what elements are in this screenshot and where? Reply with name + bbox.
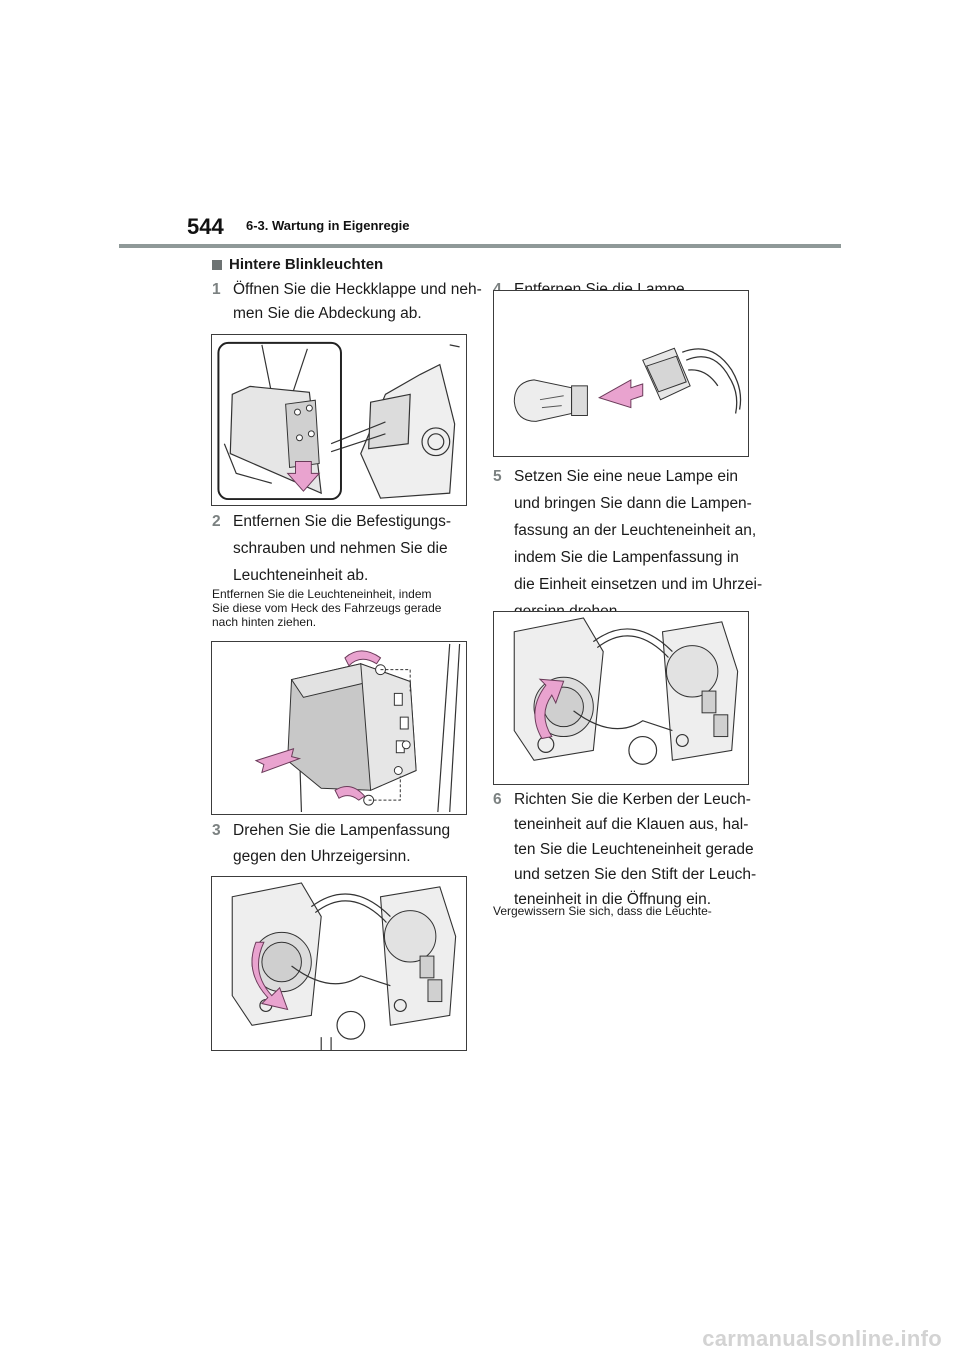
figure-bulb-removal: [493, 290, 749, 457]
step-line: Richten Sie die Kerben der Leuch-: [514, 791, 751, 808]
step-line: ten Sie die Leuchteneinheit gerade: [514, 841, 754, 858]
step-number: 1: [212, 281, 221, 298]
section-heading: Hintere Blinkleuchten: [212, 256, 383, 273]
note-line: Entfernen Sie die Leuchteneinheit, indem: [212, 587, 432, 601]
step-line: men Sie die Abdeckung ab.: [233, 305, 422, 322]
square-bullet-icon: [212, 259, 222, 270]
step-line: fassung an der Leuchteneinheit an,: [514, 522, 757, 539]
step-number: 4: [493, 278, 502, 302]
watermark: carmanualsonline.info: [702, 1326, 942, 1351]
step-number: 5: [493, 468, 502, 485]
step-line: Entfernen Sie die Befestigungs-: [233, 513, 451, 530]
step-line: die Einheit einsetzen und im Uhrzei-: [514, 576, 763, 593]
step-2-note: Entfernen Sie die Leuchteneinheit, indem…: [212, 587, 441, 629]
step-line: teneinheit auf die Klauen aus, hal-: [514, 816, 749, 833]
step-line: gegen den Uhrzeigersinn.: [233, 848, 411, 865]
page-number: 544: [187, 214, 224, 239]
step-number: 2: [212, 513, 221, 530]
figure-socket-rotate-cw: [493, 611, 749, 785]
header-rule: [119, 244, 841, 248]
step-line: Setzen Sie eine neue Lampe ein: [514, 468, 739, 485]
step-line: und bringen Sie dann die Lampen-: [514, 495, 752, 512]
figure-socket-rotate-cw-drawing: [513, 617, 739, 765]
step-number: 3: [212, 822, 221, 839]
figure-socket-rotate-ccw: [211, 876, 467, 1051]
section-title: 6-3. Wartung in Eigenregie: [246, 218, 410, 233]
note-line: Sie diese vom Heck des Fahrzeugs gerade: [212, 601, 442, 615]
figure-cover-removal-drawing: [217, 341, 460, 501]
step-line: und setzen Sie den Stift der Leuch-: [514, 866, 757, 883]
step-line: teneinheit in die Öffnung ein.: [514, 891, 712, 908]
note-line: nach hinten ziehen.: [212, 615, 317, 629]
step-line: Drehen Sie die Lampenfassung: [233, 822, 451, 839]
note-line: Vergewissern Sie sich, dass die Leuchte-: [493, 904, 712, 918]
figure-lamp-unit-removal-drawing: [254, 643, 461, 813]
figure-socket-rotate-ccw-drawing: [231, 882, 457, 1050]
heading-text: Hintere Blinkleuchten: [229, 256, 384, 273]
figure-cover-removal: [211, 334, 467, 506]
step-line: schrauben und nehmen Sie die: [233, 540, 448, 557]
step-line: Öffnen Sie die Heckklappe und neh-: [233, 281, 482, 298]
figure-bulb-removal-drawing: [513, 347, 742, 422]
step-line: Leuchteneinheit ab.: [233, 567, 369, 584]
step-6-note: Vergewissern Sie sich, dass die Leuchte-: [493, 904, 712, 918]
step-line: indem Sie die Lampenfassung in: [514, 549, 739, 566]
step-number: 6: [493, 791, 502, 808]
figure-lamp-unit-removal: [211, 641, 467, 815]
